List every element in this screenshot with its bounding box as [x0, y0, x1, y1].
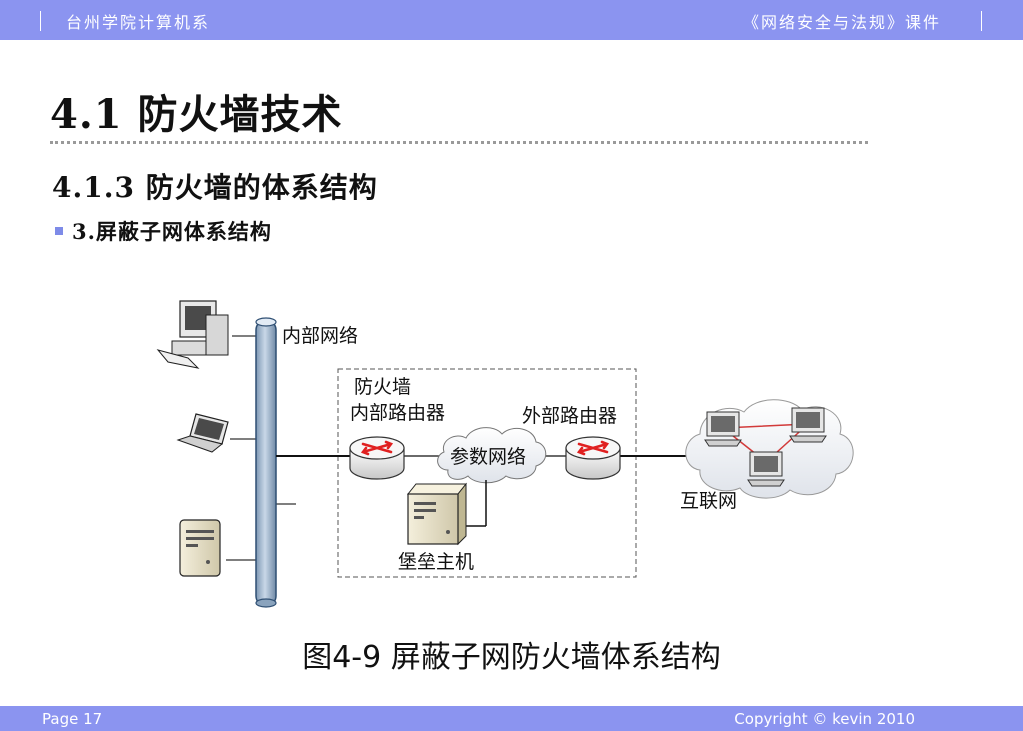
- bullet-item: 3.屏蔽子网体系结构: [55, 216, 272, 246]
- internal-network-backbone: [255, 317, 277, 608]
- internet-label: 互联网: [680, 490, 737, 512]
- slide-title: 4.1 防火墙技术: [50, 91, 343, 138]
- footer-bar: Page 17 Copyright © kevin 2010: [0, 706, 1023, 731]
- internet-pc-icon: [789, 407, 827, 443]
- bastion-host-icon: [406, 482, 468, 546]
- page-number: Page 17: [42, 710, 103, 728]
- internal-network-label: 内部网络: [282, 325, 358, 347]
- perimeter-network-label: 参数网络: [450, 446, 526, 468]
- copyright: Copyright © kevin 2010: [734, 710, 915, 728]
- internal-router-label: 内部路由器: [350, 402, 445, 424]
- header-course: 《网络安全与法规》课件: [742, 13, 941, 32]
- internet-pc-icon: [704, 411, 742, 447]
- header-divider-left: [40, 11, 41, 31]
- laptop-icon: [176, 413, 229, 453]
- desktop-computer-icon: [156, 300, 229, 369]
- external-router-label: 外部路由器: [522, 405, 617, 427]
- internet-cloud: [685, 399, 854, 499]
- perimeter-network-cloud: [437, 427, 547, 484]
- figure-caption: 图4-9 屏蔽子网防火墙体系结构: [302, 640, 721, 675]
- header-divider-right: [981, 11, 982, 31]
- internal-router-icon: [349, 436, 405, 480]
- slide-subtitle: 4.1.3 防火墙的体系结构: [52, 171, 378, 204]
- external-router-icon: [565, 436, 621, 480]
- firewall-label: 防火墙: [354, 376, 411, 398]
- firewall-boundary: [337, 368, 637, 578]
- header-bar: 台州学院计算机系 《网络安全与法规》课件: [0, 0, 1023, 40]
- header-department: 台州学院计算机系: [66, 13, 211, 32]
- title-divider: [50, 141, 868, 144]
- bullet-text: 3.屏蔽子网体系结构: [72, 219, 272, 244]
- bullet-square-icon: [55, 227, 63, 235]
- internal-server-icon: [179, 519, 221, 577]
- internet-pc-icon: [747, 451, 785, 487]
- bastion-host-label: 堡垒主机: [398, 551, 474, 573]
